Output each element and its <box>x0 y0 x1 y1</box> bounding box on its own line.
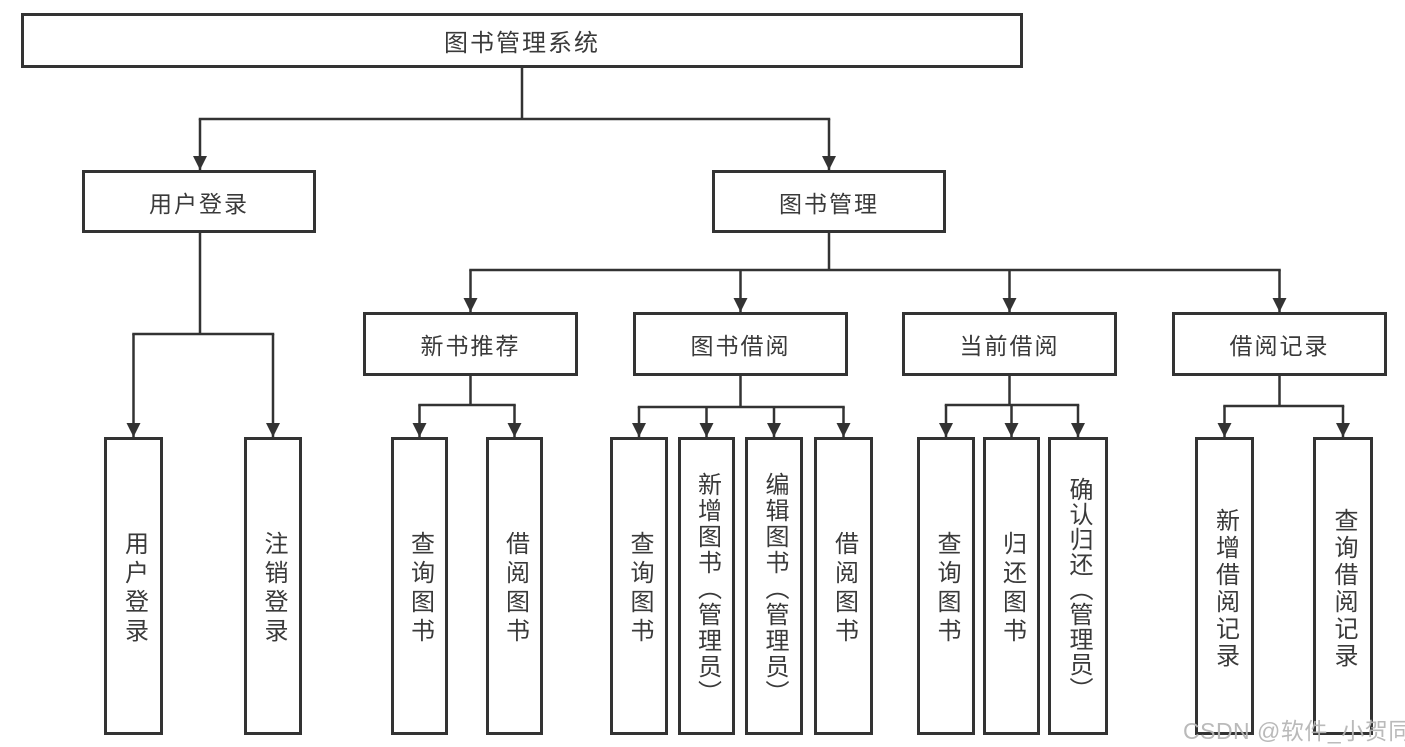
leaf-query-books-current: 查询图书 <box>917 437 975 735</box>
leaf-query-borrow-record: 查询借阅记录 <box>1313 437 1373 735</box>
connector-bookmgmt-to-level3 <box>463 233 1287 312</box>
leaf-add-borrow-record: 新增借阅记录 <box>1195 437 1254 735</box>
node-book-management: 图书管理 <box>712 170 946 233</box>
leaf-return-books: 归还图书 <box>983 437 1040 735</box>
leaf-user-login: 用户登录 <box>104 437 163 735</box>
leaf-borrow-books-recommend: 借阅图书 <box>486 437 543 735</box>
leaf-query-books-recommend: 查询图书 <box>391 437 448 735</box>
leaf-add-books-admin: 新增图书（管理员） <box>678 437 735 735</box>
connector-newbook-to-leaves <box>412 376 522 437</box>
connector-current-to-leaves <box>939 376 1085 437</box>
node-new-book-recommendation: 新书推荐 <box>363 312 578 376</box>
leaf-logout: 注销登录 <box>244 437 302 735</box>
leaf-query-books-borrow: 查询图书 <box>610 437 668 735</box>
node-borrowing-records: 借阅记录 <box>1172 312 1387 376</box>
root-node-library-system: 图书管理系统 <box>21 13 1023 68</box>
connector-login-to-leaves <box>126 233 280 437</box>
node-current-borrowing: 当前借阅 <box>902 312 1117 376</box>
node-user-login: 用户登录 <box>82 170 316 233</box>
csdn-watermark: CSDN @软件_小贺同学 <box>1183 718 1405 744</box>
connector-borrow-to-leaves <box>632 376 851 437</box>
connector-root-to-level2 <box>193 68 836 170</box>
leaf-confirm-return-admin: 确认归还（管理员） <box>1048 437 1108 735</box>
node-book-borrowing: 图书借阅 <box>633 312 848 376</box>
leaf-edit-books-admin: 编辑图书（管理员） <box>745 437 803 735</box>
leaf-borrow-books: 借阅图书 <box>814 437 873 735</box>
connector-records-to-leaves <box>1217 376 1350 437</box>
